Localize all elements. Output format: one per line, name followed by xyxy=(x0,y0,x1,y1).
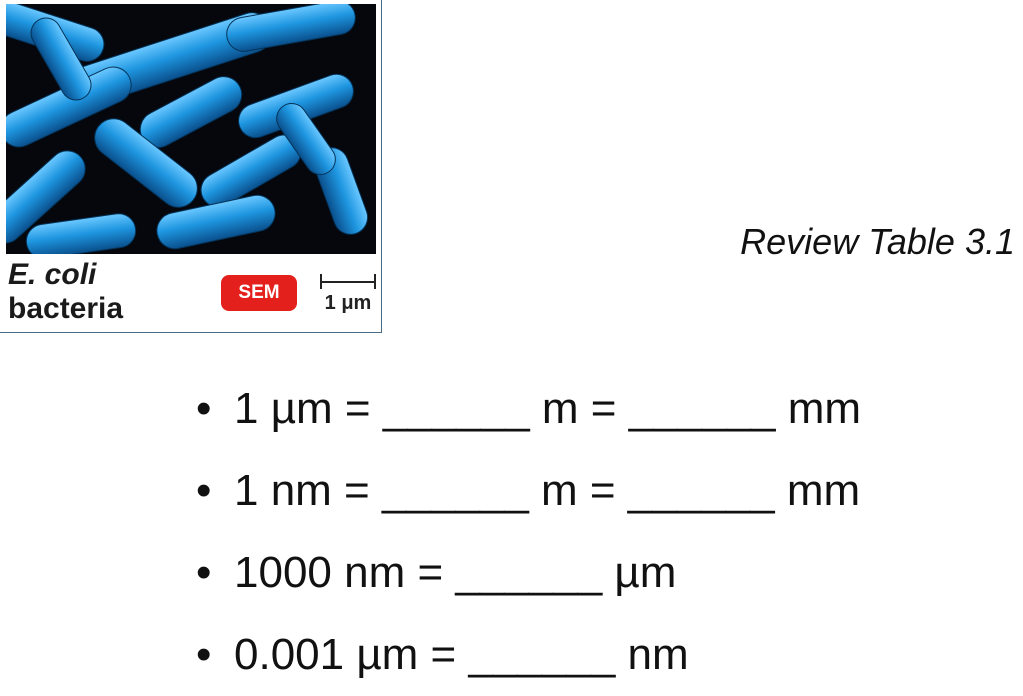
sem-micrograph-image xyxy=(6,4,376,254)
list-item: • 1000 nm = ______ µm xyxy=(196,532,861,614)
scale-bar-left-tick xyxy=(320,274,322,289)
ecoli-figure: E. coli bacteria SEM 1 μm xyxy=(0,0,382,333)
scale-bar: 1 μm xyxy=(318,273,378,317)
list-item-text: 1 µm = ______ m = ______ mm xyxy=(234,384,862,433)
bullet-icon: • xyxy=(196,548,212,597)
bullet-icon: • xyxy=(196,630,212,679)
review-note: Review Table 3.1 xyxy=(740,221,1015,262)
scale-bar-line xyxy=(320,281,376,283)
list-item: • 0.001 µm = ______ nm xyxy=(196,614,861,696)
bullet-icon: • xyxy=(196,466,212,515)
caption-species: E. coli xyxy=(8,258,97,291)
figure-caption: E. coli bacteria xyxy=(8,258,123,326)
bullet-icon: • xyxy=(196,384,212,433)
list-item: • 1 µm = ______ m = ______ mm xyxy=(196,368,861,450)
list-item-text: 0.001 µm = ______ nm xyxy=(234,630,689,679)
caption-kind: bacteria xyxy=(8,292,124,325)
conversion-list: • 1 µm = ______ m = ______ mm • 1 nm = ___… xyxy=(196,368,861,696)
scale-bar-right-tick xyxy=(374,274,376,289)
list-item-text: 1000 nm = ______ µm xyxy=(234,548,677,597)
list-item: • 1 nm = ______ m = ______ mm xyxy=(196,450,861,532)
sem-badge: SEM xyxy=(221,275,297,311)
list-item-text: 1 nm = ______ m = ______ mm xyxy=(234,466,861,515)
scale-bar-label: 1 μm xyxy=(324,292,372,314)
bacteria-illustration xyxy=(6,4,376,254)
